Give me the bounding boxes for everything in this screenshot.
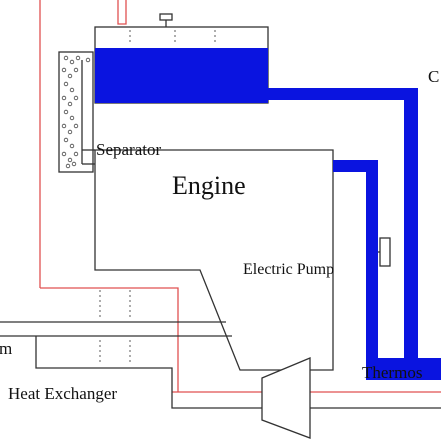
- bubble: [63, 81, 69, 87]
- bubble: [63, 109, 69, 115]
- engine-body: [94, 149, 334, 371]
- separator-label: Separator: [96, 140, 161, 159]
- thermostat-label: Thermos: [362, 363, 422, 382]
- separator-coolant-level: [95, 48, 268, 103]
- bubble: [67, 129, 73, 135]
- electric-pump-label: Electric Pump: [243, 261, 334, 278]
- bubble: [69, 59, 75, 65]
- heat-exchanger-unit: [261, 357, 311, 439]
- bubble: [61, 67, 67, 73]
- bubble: [73, 123, 79, 129]
- coolant: [95, 48, 441, 380]
- bubbles: [61, 55, 91, 169]
- bubble: [61, 95, 67, 101]
- engine-label: Engine: [172, 171, 246, 200]
- bubble: [61, 123, 67, 129]
- coolant-pipe-engine-to-pump: [333, 160, 378, 368]
- separator-cap: [159, 13, 173, 21]
- hot-coolant-lines: [39, 0, 441, 393]
- bubble: [71, 161, 77, 167]
- bubble: [67, 157, 73, 163]
- thermostat-housing: [366, 358, 441, 380]
- bubble: [63, 137, 69, 143]
- bubble: [69, 87, 75, 93]
- electric-pump-body: [379, 237, 391, 267]
- labels: Separator Engine Electric Pump Heat Exch…: [0, 67, 439, 403]
- outline-pipe-lower: [35, 336, 262, 409]
- bubble: [73, 151, 79, 157]
- bubble: [73, 95, 79, 101]
- bubble: [69, 115, 75, 121]
- bubble: [73, 67, 79, 73]
- bubble: [65, 163, 71, 169]
- bubble: [61, 151, 67, 157]
- right-edge-label: C: [428, 67, 439, 86]
- red-line-top: [117, 0, 127, 25]
- bubble: [67, 73, 73, 79]
- left-edge-label: m: [0, 339, 12, 358]
- red-line-to-engine: [40, 287, 179, 392]
- bubble: [75, 55, 81, 61]
- heat-exchanger-label: Heat Exchanger: [8, 384, 117, 403]
- bubble: [69, 143, 75, 149]
- bubble: [63, 55, 69, 61]
- bubble: [85, 57, 91, 63]
- bubble: [67, 101, 73, 107]
